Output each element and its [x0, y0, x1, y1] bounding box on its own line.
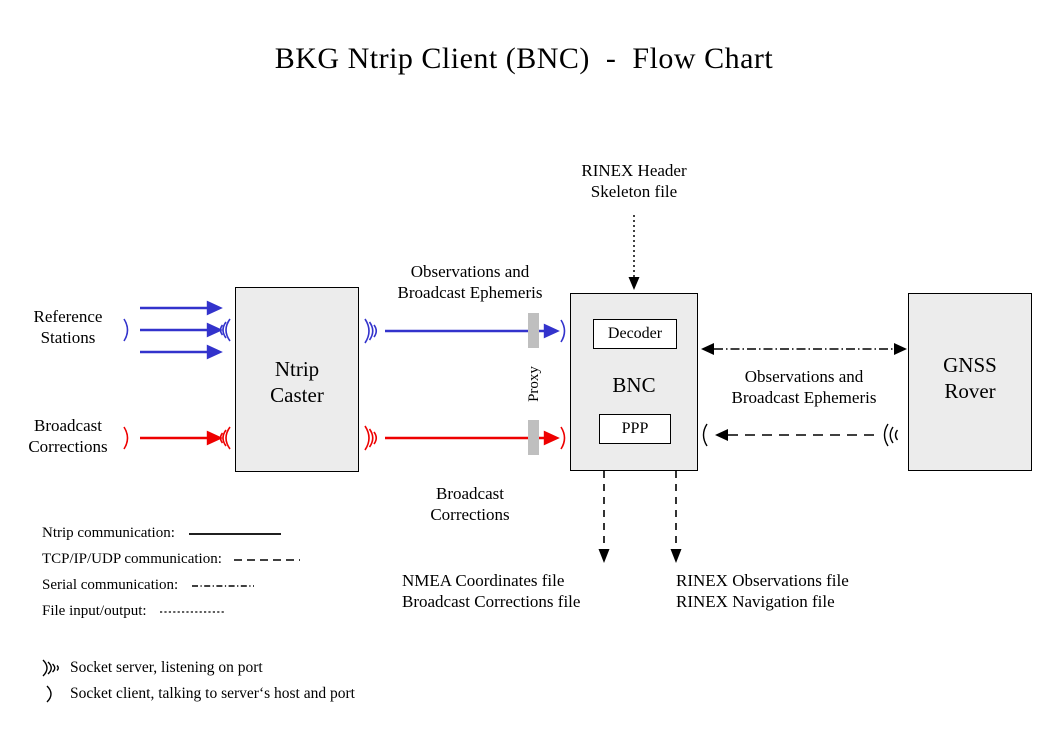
node-gnss-rover[interactable]: GNSS Rover	[908, 293, 1032, 471]
gnss-rover-label-line2: Rover	[944, 379, 996, 403]
label-rinex-header-skeleton: RINEX Header Skeleton file	[581, 161, 687, 201]
socket-server-icon	[364, 318, 378, 344]
label-reference-stations: Reference Stations	[33, 307, 103, 347]
socket-server-icon	[883, 423, 899, 447]
legend-row-socket-server: Socket server, listening on port	[38, 655, 355, 681]
rinex-skeleton-file-arrow	[628, 215, 640, 290]
proxy-bar-upper	[528, 313, 539, 348]
node-ntrip-caster[interactable]: Ntrip Caster	[235, 287, 359, 472]
legend-sample-solid	[188, 532, 281, 535]
label-observations-ephemeris-top: Observations and Broadcast Ephemeris	[397, 262, 543, 302]
socket-client-icon	[123, 318, 129, 342]
legend-sample-dotted	[160, 610, 227, 613]
legend-label-socket-server: Socket server, listening on port	[70, 659, 263, 676]
legend-label-serial: Serial communication:	[42, 577, 179, 593]
bnc-rover-serial-arrow	[701, 343, 907, 355]
legend-row-file-io: File input/output:	[42, 603, 302, 629]
socket-client-icon	[560, 426, 566, 450]
legend-label-file-io: File input/output:	[42, 603, 147, 619]
legend-label-tcpip: TCP/IP/UDP communication:	[42, 551, 222, 567]
socket-server-icon	[219, 318, 231, 342]
socket-server-icon	[42, 659, 59, 677]
ntrip-caster-label-line1: Ntrip	[274, 357, 320, 381]
proxy-bar-lower	[528, 420, 539, 455]
caster-to-bnc-observations-arrow	[364, 318, 566, 344]
bnc-ppp-box[interactable]: PPP	[599, 414, 671, 444]
label-broadcast-corrections-mid: Broadcast Corrections	[430, 484, 510, 524]
legend-socket-styles: Socket server, listening on port Socket …	[38, 655, 355, 707]
proxy-label: Proxy	[526, 366, 542, 402]
page-title: BKG Ntrip Client (BNC) - Flow Chart	[274, 42, 774, 75]
label-nmea-output-files: NMEA Coordinates file Broadcast Correcti…	[402, 571, 581, 611]
rover-to-bnc-tcpip-arrow	[702, 423, 899, 447]
caster-to-bnc-corrections-arrow	[364, 425, 566, 451]
bnc-label: BNC	[612, 373, 656, 397]
bnc-ppp-label: PPP	[621, 420, 649, 437]
broadcast-corrections-ntrip-arrow	[123, 426, 231, 450]
legend-label-socket-client: Socket client, talking to server‘s host …	[70, 685, 355, 702]
legend-row-ntrip: Ntrip communication:	[42, 525, 302, 551]
ntrip-caster-label-line2: Caster	[270, 383, 324, 407]
socket-client-icon	[123, 426, 129, 450]
legend-row-socket-client: Socket client, talking to server‘s host …	[38, 681, 355, 707]
gnss-rover-label-line1: GNSS	[943, 353, 997, 377]
legend-sample-dash-dot	[191, 584, 254, 587]
bnc-nmea-output-arrow	[598, 471, 610, 563]
legend-line-styles: Ntrip communication: TCP/IP/UDP communic…	[42, 525, 302, 629]
legend-label-ntrip: Ntrip communication:	[42, 525, 175, 541]
bnc-decoder-label: Decoder	[607, 325, 663, 342]
reference-stations-ntrip-arrows	[123, 300, 231, 360]
node-bnc[interactable]: Decoder BNC PPP	[570, 293, 698, 471]
bnc-decoder-box[interactable]: Decoder	[593, 319, 677, 349]
socket-server-icon	[219, 426, 231, 450]
bnc-rinex-output-arrow	[670, 471, 682, 563]
legend-row-serial: Serial communication:	[42, 577, 302, 603]
label-rinex-output-files: RINEX Observations file RINEX Navigation…	[676, 571, 849, 611]
socket-client-icon	[560, 319, 566, 343]
legend-row-tcpip: TCP/IP/UDP communication:	[42, 551, 302, 577]
label-broadcast-corrections-left: Broadcast Corrections	[28, 416, 108, 456]
socket-client-icon	[702, 423, 708, 447]
socket-client-icon	[46, 685, 52, 703]
legend-sample-dashed	[233, 558, 300, 561]
label-observations-ephemeris-right: Observations and Broadcast Ephemeris	[731, 367, 877, 407]
socket-server-icon	[364, 425, 378, 451]
